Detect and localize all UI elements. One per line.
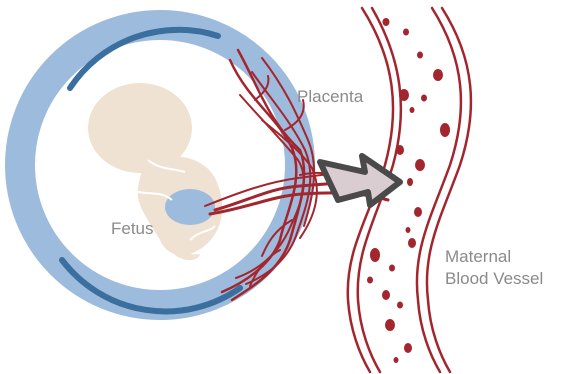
vessel-wall-right-outer — [417, 8, 461, 372]
vessel-wall-right-inner — [427, 8, 471, 372]
blood-cell — [433, 69, 443, 81]
blood-cell — [407, 178, 413, 186]
blood-cell — [389, 265, 395, 272]
blood-cell — [417, 52, 423, 59]
label-maternal-line2: Blood Vessel — [445, 269, 543, 288]
blood-cell — [410, 107, 415, 113]
blood-cell — [370, 248, 380, 262]
blood-cell — [406, 227, 411, 233]
blood-cell — [404, 343, 412, 353]
exchange-arrow-icon — [320, 156, 400, 205]
blood-cell — [408, 238, 416, 248]
blood-cell — [367, 277, 373, 284]
label-placenta: Placenta — [297, 87, 364, 106]
blood-cell — [421, 95, 427, 102]
blood-cell — [383, 18, 390, 26]
blood-cell — [415, 159, 425, 171]
blood-cell — [397, 302, 403, 309]
blood-cell — [403, 29, 409, 36]
blood-cell — [414, 207, 422, 217]
fetus — [88, 83, 222, 260]
blood-cell — [440, 123, 450, 137]
label-maternal-line1: Maternal — [445, 247, 511, 266]
blood-cell — [399, 89, 409, 101]
blood-cell — [382, 290, 390, 300]
blood-cell — [385, 319, 395, 331]
fetus-organ — [165, 189, 215, 225]
blood-cell — [396, 145, 404, 155]
label-fetus: Fetus — [111, 219, 154, 238]
blood-cell — [394, 357, 399, 363]
